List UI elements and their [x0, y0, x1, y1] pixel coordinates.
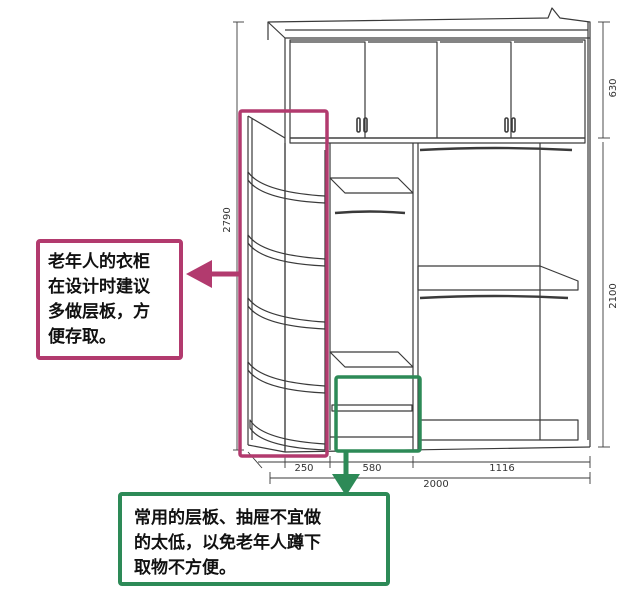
wardrobe-body — [267, 22, 591, 453]
arrow-down-icon — [332, 451, 360, 496]
callout-line: 常用的层板、抽屉不宜做 — [134, 508, 321, 528]
dimension-lines — [233, 21, 610, 484]
dim-total-height: 2790 — [222, 207, 233, 232]
dim-total-width: 2000 — [423, 479, 448, 490]
callout-line: 便存取。 — [48, 327, 116, 347]
side-shelf-highlight — [238, 109, 329, 458]
callout-line: 的太低，以免老年人蹲下 — [134, 533, 321, 553]
low-shelf-highlight — [334, 375, 422, 453]
shelf-height-callout: 常用的层板、抽屉不宜做 的太低，以免老年人蹲下 取物不方便。 — [118, 492, 390, 586]
callout-line: 取物不方便。 — [134, 558, 236, 578]
door-handle-icon — [356, 117, 516, 133]
callout-line: 在设计时建议 — [48, 277, 150, 297]
dim-lower-height: 2100 — [608, 283, 619, 308]
callout-line: 多做层板，方 — [48, 302, 150, 322]
upper-cabinet-doors — [289, 39, 586, 144]
side-shelf-unit — [247, 115, 326, 453]
right-hanging-section — [417, 143, 579, 450]
dim-middle-width: 580 — [362, 463, 381, 474]
middle-hanging-section — [329, 143, 414, 450]
callout-line: 老年人的衣柜 — [48, 252, 150, 272]
wardrobe-crown — [267, 7, 591, 39]
dim-right-width: 1116 — [489, 463, 514, 474]
dim-side-shelf-width: 250 — [294, 463, 313, 474]
elderly-callout: 老年人的衣柜 在设计时建议 多做层板，方 便存取。 — [36, 239, 183, 360]
dim-upper-cabinet-height: 630 — [608, 78, 619, 97]
arrow-left-icon — [186, 260, 240, 288]
